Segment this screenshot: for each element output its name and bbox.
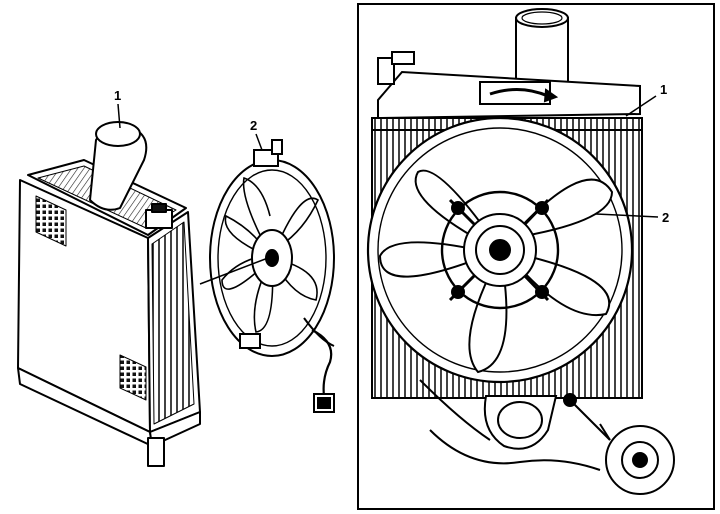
lower-duct (419, 379, 611, 450)
callout-1-right: 1 (625, 82, 667, 117)
callout-2-left: 2 (250, 118, 263, 151)
fan-blades (221, 176, 320, 333)
radiator-core (17, 121, 201, 467)
svg-text:2: 2 (662, 210, 669, 225)
wiring-harness (311, 329, 333, 397)
callout-2-right: 2 (595, 210, 669, 225)
radiator-top-tank (377, 51, 641, 120)
electrical-connector (313, 393, 335, 413)
svg-text:2: 2 (250, 118, 257, 133)
fan-hub-installed (440, 190, 560, 310)
fan-connector-installed (599, 423, 675, 495)
wiring-harness-installed (429, 429, 601, 471)
leader-radiator-to-hub (199, 257, 269, 285)
svg-text:1: 1 (114, 88, 121, 103)
left-exploded-view: 1 2 (17, 88, 335, 467)
right-installed-view: 1 2 (357, 3, 715, 510)
callout-1-left: 1 (114, 88, 121, 129)
cooling-fan-assembly (209, 139, 335, 397)
svg-text:1: 1 (660, 82, 667, 97)
